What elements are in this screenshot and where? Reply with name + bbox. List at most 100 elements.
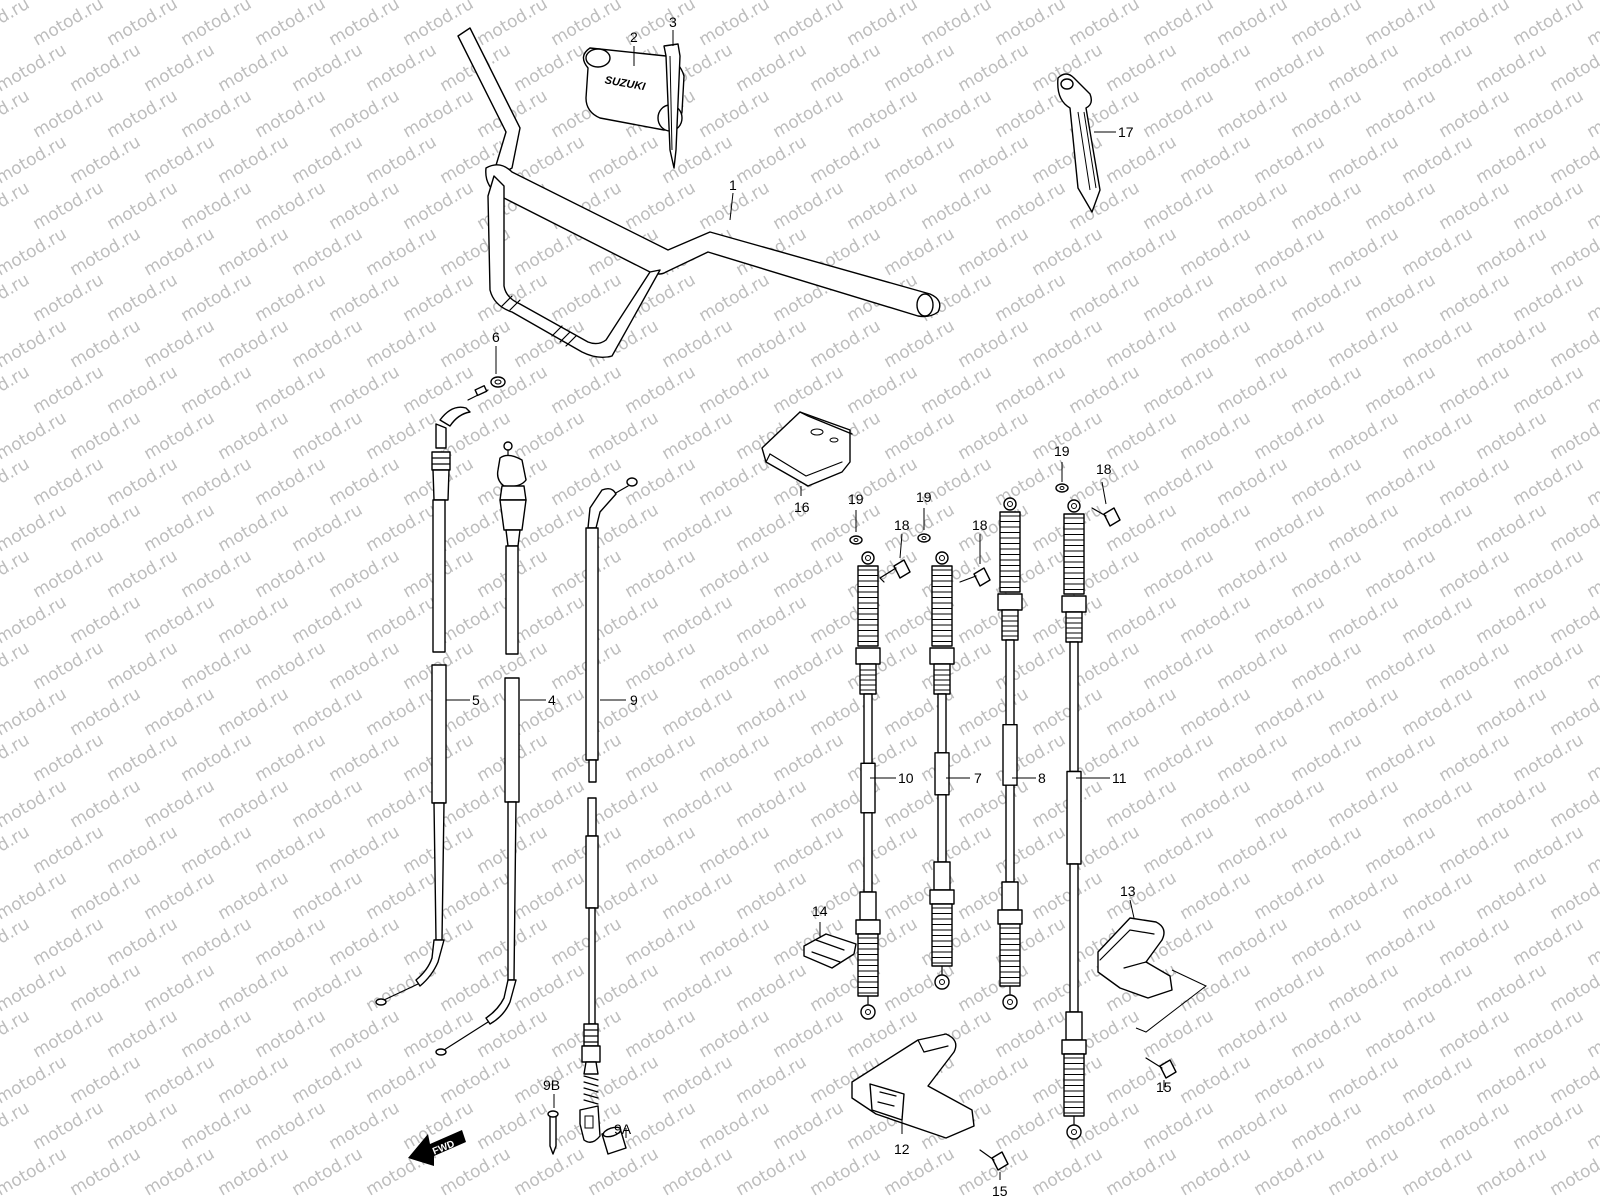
tool-part-17 <box>1057 73 1101 213</box>
watermark-text: motod.ru <box>178 0 256 50</box>
watermark-text: motod.ru <box>289 316 367 372</box>
watermark-text: motod.ru <box>659 316 737 372</box>
watermark-text: motod.ru <box>1103 408 1181 464</box>
watermark-text: motod.ru <box>0 684 70 740</box>
watermark-text: motod.ru <box>918 914 996 970</box>
watermark-text: motod.ru <box>1288 730 1366 786</box>
watermark-text: motod.ru <box>1362 86 1440 142</box>
watermark-text: motod.ru <box>178 638 256 694</box>
watermark-text: motod.ru <box>1140 362 1218 418</box>
watermark-text: motod.ru <box>1473 684 1551 740</box>
watermark-text: motod.ru <box>659 592 737 648</box>
watermark-text: motod.ru <box>30 0 108 50</box>
watermark-text: motod.ru <box>1288 822 1366 878</box>
callout-12: 12 <box>894 1141 910 1157</box>
watermark-text: motod.ru <box>30 86 108 142</box>
watermark-text: motod.ru <box>363 1052 441 1108</box>
watermark-text: motod.ru <box>1140 86 1218 142</box>
watermark-text: motod.ru <box>733 776 811 832</box>
watermark-text: motod.ru <box>252 270 330 326</box>
watermark-text: motod.ru <box>881 224 959 280</box>
watermark-text: motod.ru <box>1510 270 1588 326</box>
watermark-text: motod.ru <box>1584 86 1600 142</box>
watermark-text: motod.ru <box>289 408 367 464</box>
watermark-text: motod.ru <box>1510 914 1588 970</box>
watermark-text: motod.ru <box>1140 270 1218 326</box>
watermark-text: motod.ru <box>918 86 996 142</box>
watermark-text: motod.ru <box>1362 638 1440 694</box>
watermark-text: motod.ru <box>215 1052 293 1108</box>
watermark-text: motod.ru <box>1399 132 1477 188</box>
watermark-text: motod.ru <box>1140 638 1218 694</box>
watermark-text: motod.ru <box>67 408 145 464</box>
callout-5: 5 <box>472 692 480 708</box>
callout-7: 7 <box>974 770 982 786</box>
watermark-text: motod.ru <box>1103 1144 1181 1200</box>
watermark-text: motod.ru <box>0 1052 70 1108</box>
watermark-text: motod.ru <box>992 454 1070 510</box>
cable-part-5 <box>375 385 489 1006</box>
watermark-text: motod.ru <box>659 868 737 924</box>
watermark-text: motod.ru <box>1325 1052 1403 1108</box>
callout-1: 1 <box>729 177 737 193</box>
watermark-text: motod.ru <box>1251 500 1329 556</box>
watermark-text: motod.ru <box>1473 224 1551 280</box>
watermark-text: motod.ru <box>770 86 848 142</box>
watermark-text: motod.ru <box>1066 178 1144 234</box>
watermark-text: motod.ru <box>67 776 145 832</box>
watermark-text: motod.ru <box>1251 40 1329 96</box>
watermark-text: motod.ru <box>992 1098 1070 1154</box>
watermark-text: motod.ru <box>696 454 774 510</box>
watermark-text: motod.ru <box>1325 500 1403 556</box>
watermark-text: motod.ru <box>1177 500 1255 556</box>
watermark-text: motod.ru <box>363 132 441 188</box>
watermark-text: motod.ru <box>363 224 441 280</box>
watermark-text: motod.ru <box>1436 638 1514 694</box>
watermark-text: motod.ru <box>1325 868 1403 924</box>
clip-part-14 <box>803 933 857 969</box>
watermark-text: motod.ru <box>289 868 367 924</box>
watermark-text: motod.ru <box>326 546 404 602</box>
watermark-text: motod.ru <box>733 316 811 372</box>
watermark-text: motod.ru <box>1399 0 1477 4</box>
watermark-text: motod.ru <box>1510 86 1588 142</box>
watermark-text: motod.ru <box>178 178 256 234</box>
watermark-text: motod.ru <box>1251 132 1329 188</box>
watermark-text: motod.ru <box>67 868 145 924</box>
watermark-text: motod.ru <box>1473 592 1551 648</box>
watermark-text: motod.ru <box>141 684 219 740</box>
callout-13: 13 <box>1120 883 1136 899</box>
watermark-text: motod.ru <box>1436 362 1514 418</box>
watermark-text: motod.ru <box>178 546 256 602</box>
watermark-text: motod.ru <box>1103 132 1181 188</box>
watermark-text: motod.ru <box>1288 546 1366 602</box>
watermark-text: motod.ru <box>0 0 33 50</box>
watermark-text: motod.ru <box>1584 638 1600 694</box>
watermark-text: motod.ru <box>30 914 108 970</box>
watermark-text: motod.ru <box>1362 178 1440 234</box>
watermark-text: motod.ru <box>1325 776 1403 832</box>
watermark-text: motod.ru <box>1436 178 1514 234</box>
watermark-text: motod.ru <box>1362 1098 1440 1154</box>
watermark-text: motod.ru <box>437 1052 515 1108</box>
watermark-text: motod.ru <box>289 1144 367 1200</box>
watermark-text: motod.ru <box>0 868 70 924</box>
watermark-text: motod.ru <box>770 730 848 786</box>
watermark-text: motod.ru <box>918 362 996 418</box>
watermark-text: motod.ru <box>1436 822 1514 878</box>
watermark-text: motod.ru <box>1510 1006 1588 1062</box>
watermark-text: motod.ru <box>1399 500 1477 556</box>
watermark-text: motod.ru <box>1325 316 1403 372</box>
watermark-text: motod.ru <box>548 914 626 970</box>
watermark-text: motod.ru <box>696 0 774 50</box>
watermark-text: motod.ru <box>1288 454 1366 510</box>
watermark-text: motod.ru <box>992 1006 1070 1062</box>
watermark-text: motod.ru <box>1399 776 1477 832</box>
watermark-text: motod.ru <box>1436 730 1514 786</box>
watermark-text: motod.ru <box>955 0 1033 4</box>
watermark-text: motod.ru <box>844 638 922 694</box>
watermark-text: motod.ru <box>67 1052 145 1108</box>
watermark-text: motod.ru <box>326 822 404 878</box>
watermark-text: motod.ru <box>1177 0 1255 4</box>
watermark-text: motod.ru <box>1177 224 1255 280</box>
